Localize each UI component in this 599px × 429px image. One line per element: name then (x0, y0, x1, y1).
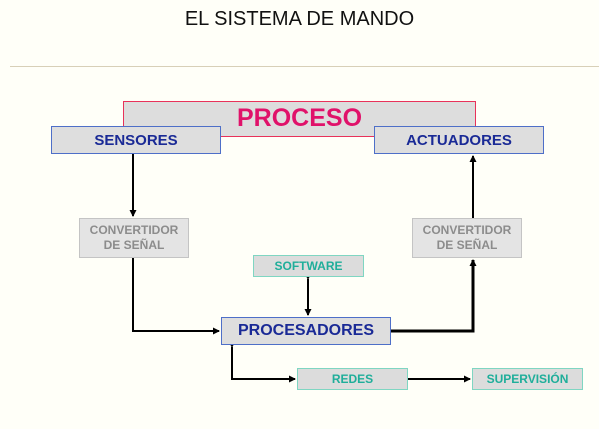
convertidor-left-line2: DE SEÑAL (103, 238, 165, 252)
sensores-label: SENSORES (94, 131, 178, 149)
supervision-label: SUPERVISIÓN (486, 372, 569, 386)
convertidor-left-box: CONVERTIDOR DE SEÑAL (79, 218, 189, 258)
procesadores-box: PROCESADORES (221, 317, 391, 345)
sensores-box: SENSORES (51, 126, 221, 154)
arrow-procesadores-to-convertidor (391, 259, 477, 333)
supervision-box: SUPERVISIÓN (472, 368, 583, 390)
actuadores-box: ACTUADORES (374, 126, 544, 154)
actuadores-label: ACTUADORES (406, 131, 512, 149)
redes-box: REDES (297, 368, 408, 390)
software-label: SOFTWARE (274, 259, 343, 273)
convertidor-right-line1: CONVERTIDOR (422, 223, 512, 237)
arrow-procesadores-redes (228, 341, 296, 383)
convertidor-right-box: CONVERTIDOR DE SEÑAL (412, 218, 522, 258)
arrow-convertidor-to-procesadores (132, 258, 220, 335)
redes-label: REDES (331, 372, 374, 386)
title-divider (10, 66, 599, 67)
proceso-label: PROCESO (236, 103, 363, 132)
slide-title: EL SISTEMA DE MANDO (184, 8, 415, 30)
convertidor-right-line2: DE SEÑAL (436, 238, 498, 252)
convertidor-left-line1: CONVERTIDOR (89, 223, 179, 237)
procesadores-label: PROCESADORES (237, 322, 375, 339)
software-box: SOFTWARE (253, 255, 364, 277)
